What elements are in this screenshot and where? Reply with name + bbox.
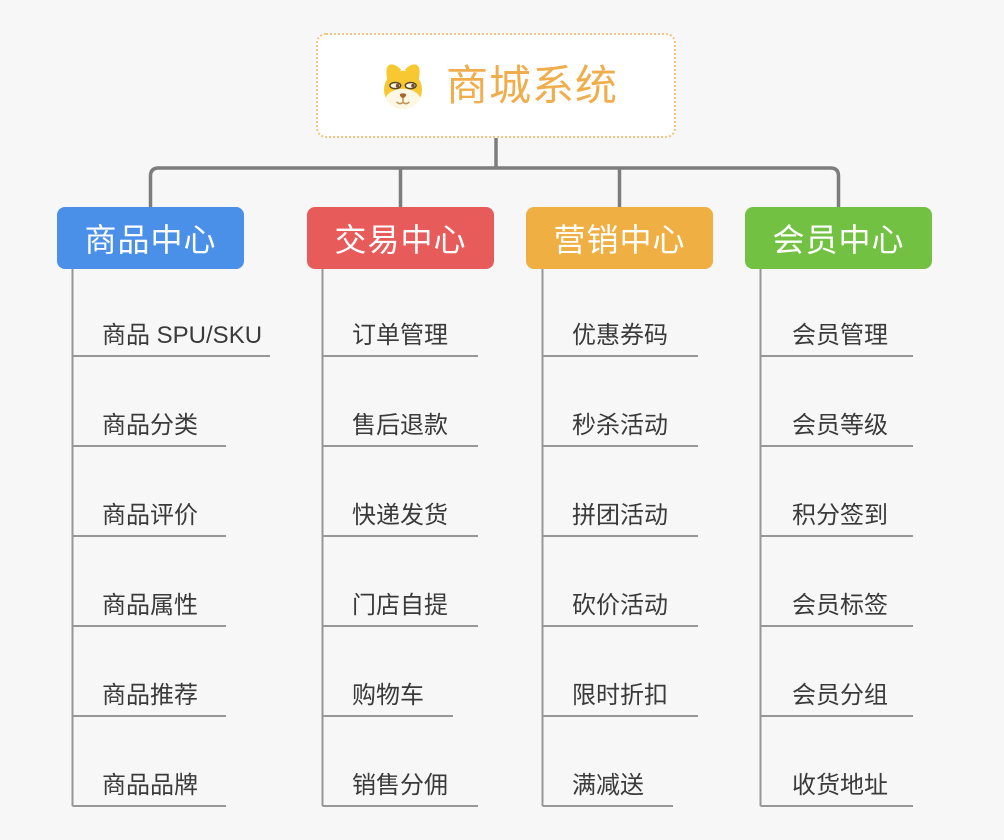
leaf-node[interactable]: 门店自提 [352,592,448,619]
leaf-node[interactable]: 售后退款 [352,412,448,439]
branch-node-marketing-center[interactable]: 营销中心 [526,207,713,269]
leaf-node[interactable]: 会员等级 [792,412,888,439]
leaf-node[interactable]: 砍价活动 [572,592,668,619]
leaf-node[interactable]: 商品评价 [102,502,198,529]
leaf-node[interactable]: 满减送 [572,772,644,799]
branch-node-member-center[interactable]: 会员中心 [745,207,932,269]
leaf-node[interactable]: 商品分类 [102,412,198,439]
leaf-node[interactable]: 商品 SPU/SKU [102,322,263,349]
leaf-node[interactable]: 优惠券码 [572,322,668,349]
leaf-node[interactable]: 收货地址 [792,772,888,799]
leaf-node[interactable]: 限时折扣 [572,682,668,709]
leaf-node[interactable]: 会员管理 [792,322,888,349]
leaf-node[interactable]: 积分签到 [792,502,888,529]
root-node[interactable]: 商城系统 [316,33,676,138]
branch-node-trade-center[interactable]: 交易中心 [307,207,494,269]
leaf-node[interactable]: 商品品牌 [102,772,198,799]
leaf-node[interactable]: 秒杀活动 [572,412,668,439]
leaf-node[interactable]: 商品推荐 [102,682,198,709]
leaf-node[interactable]: 购物车 [352,682,424,709]
dog-face-icon [374,57,432,115]
leaf-node[interactable]: 拼团活动 [572,502,668,529]
leaf-node[interactable]: 会员标签 [792,592,888,619]
root-label: 商城系统 [445,61,618,109]
trunk-lines [148,137,841,208]
leaf-node[interactable]: 销售分佣 [352,772,448,799]
leaf-node[interactable]: 会员分组 [792,682,888,709]
branch-node-product-center[interactable]: 商品中心 [57,207,244,269]
leaf-node[interactable]: 快递发货 [352,502,448,529]
leaf-node[interactable]: 商品属性 [102,592,198,619]
leaf-node[interactable]: 订单管理 [352,322,448,349]
branch-lines [71,269,913,807]
